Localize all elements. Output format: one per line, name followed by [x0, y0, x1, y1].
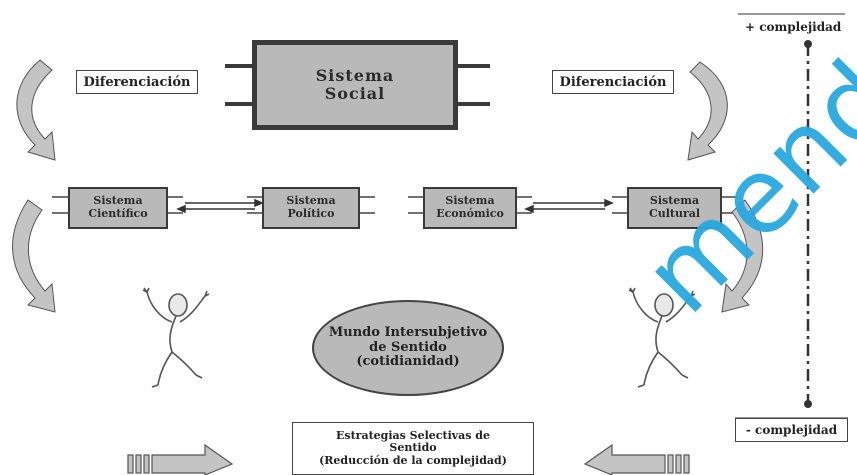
system-box-economic: Sistema Económico [423, 187, 517, 229]
stick-figure-left [142, 287, 210, 388]
system-box-political: Sistema Político [262, 187, 360, 229]
system-box-scientific: Sistema Científico [68, 187, 168, 229]
block-arrow-left [583, 443, 690, 475]
system-box-cultural: Sistema Cultural [627, 187, 722, 229]
curved-arrows [12, 59, 764, 313]
complexity-high-label: + complejidad [745, 20, 842, 34]
block-arrow-right [127, 443, 234, 475]
curved-arrow-bottom-right [721, 199, 764, 313]
exchange-arrows [176, 198, 614, 214]
social-system-box: Sistema Social [252, 40, 458, 130]
block-arrows [127, 443, 690, 475]
curved-arrow-bottom-left [12, 199, 56, 313]
differentiation-label-left: Diferenciación [76, 70, 198, 94]
stick-figure-right [628, 287, 696, 388]
curved-arrow-top-right [687, 61, 728, 161]
differentiation-label-right: Diferenciación [552, 70, 674, 94]
complexity-low-label: - complejidad [735, 418, 848, 442]
social-system-label: Sistema Social [315, 65, 395, 103]
selective-strategies-box: Estrategias Selectivas de Sentido (Reduc… [292, 422, 534, 475]
intersubjective-world-ellipse: Mundo Intersubjetivo de Sentido (cotidia… [312, 300, 504, 396]
curved-arrow-top-left [16, 59, 56, 161]
